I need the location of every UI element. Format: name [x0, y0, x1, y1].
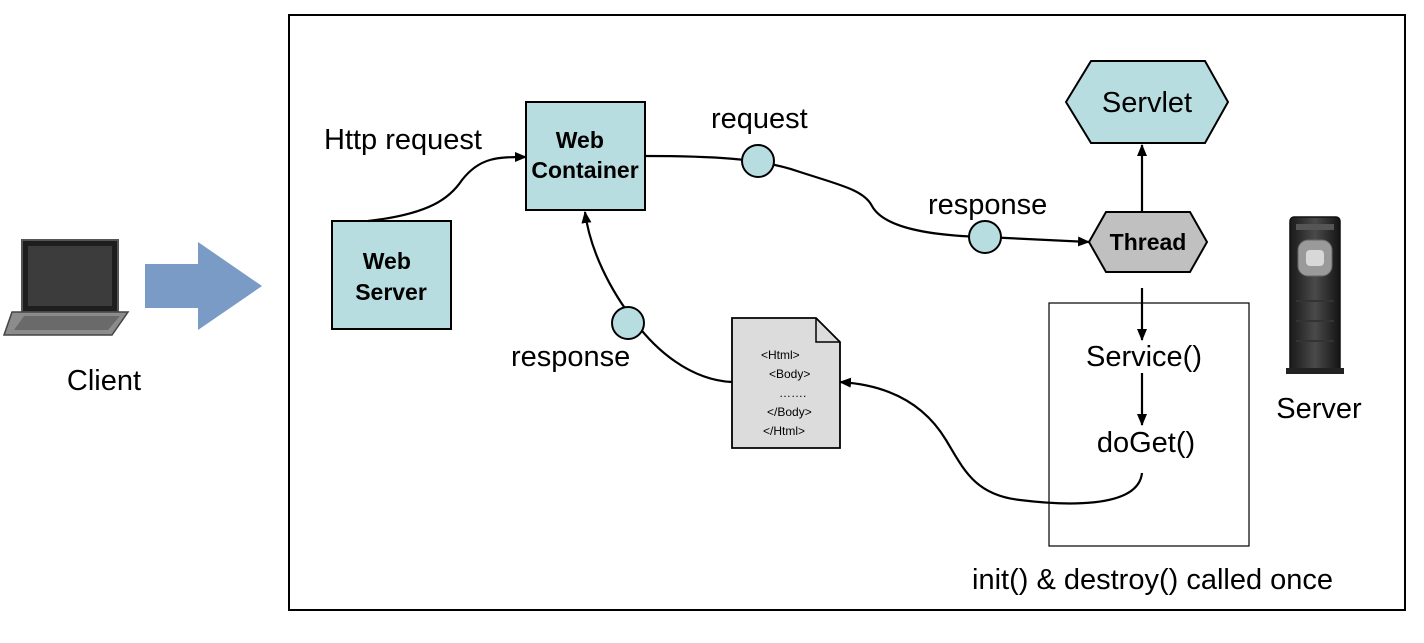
request-label: request [711, 103, 808, 135]
laptop-icon [2, 239, 130, 336]
web-server-node [331, 220, 452, 330]
doget-method-label: doGet() [1097, 427, 1195, 459]
request-connector [644, 154, 1090, 247]
server-boundary-frame [288, 14, 1406, 611]
http-request-connector [367, 152, 527, 223]
server-label: Server [1276, 393, 1362, 425]
server-tower-icon [1286, 216, 1344, 374]
lifecycle-note: init() & destroy() called once [972, 564, 1333, 596]
web-container-node [525, 101, 646, 211]
client-label: Client [67, 365, 141, 397]
response-marker-left [611, 306, 645, 340]
lifecycle-box [1048, 302, 1250, 547]
service-method-label: Service() [1086, 341, 1202, 373]
thread-label: Thread [1110, 229, 1187, 255]
thread-node [1087, 211, 1209, 273]
web-server-label: Web Server [355, 248, 427, 305]
web-container-label: Web Container [531, 127, 638, 183]
servlet-node [1064, 60, 1230, 144]
request-marker [741, 144, 775, 178]
servlet-label: Servlet [1102, 87, 1192, 119]
response-label-left: response [511, 341, 630, 373]
response-label-top: response [928, 189, 1047, 221]
arrow-right-icon [145, 242, 262, 330]
doget-to-document-connector [839, 377, 1144, 505]
html-document-icon [731, 317, 841, 449]
http-request-label: Http request [324, 124, 482, 156]
response-marker-top [968, 220, 1002, 254]
html-document-text: <Html> <Body> ……. </Body> </Html> [761, 348, 815, 438]
